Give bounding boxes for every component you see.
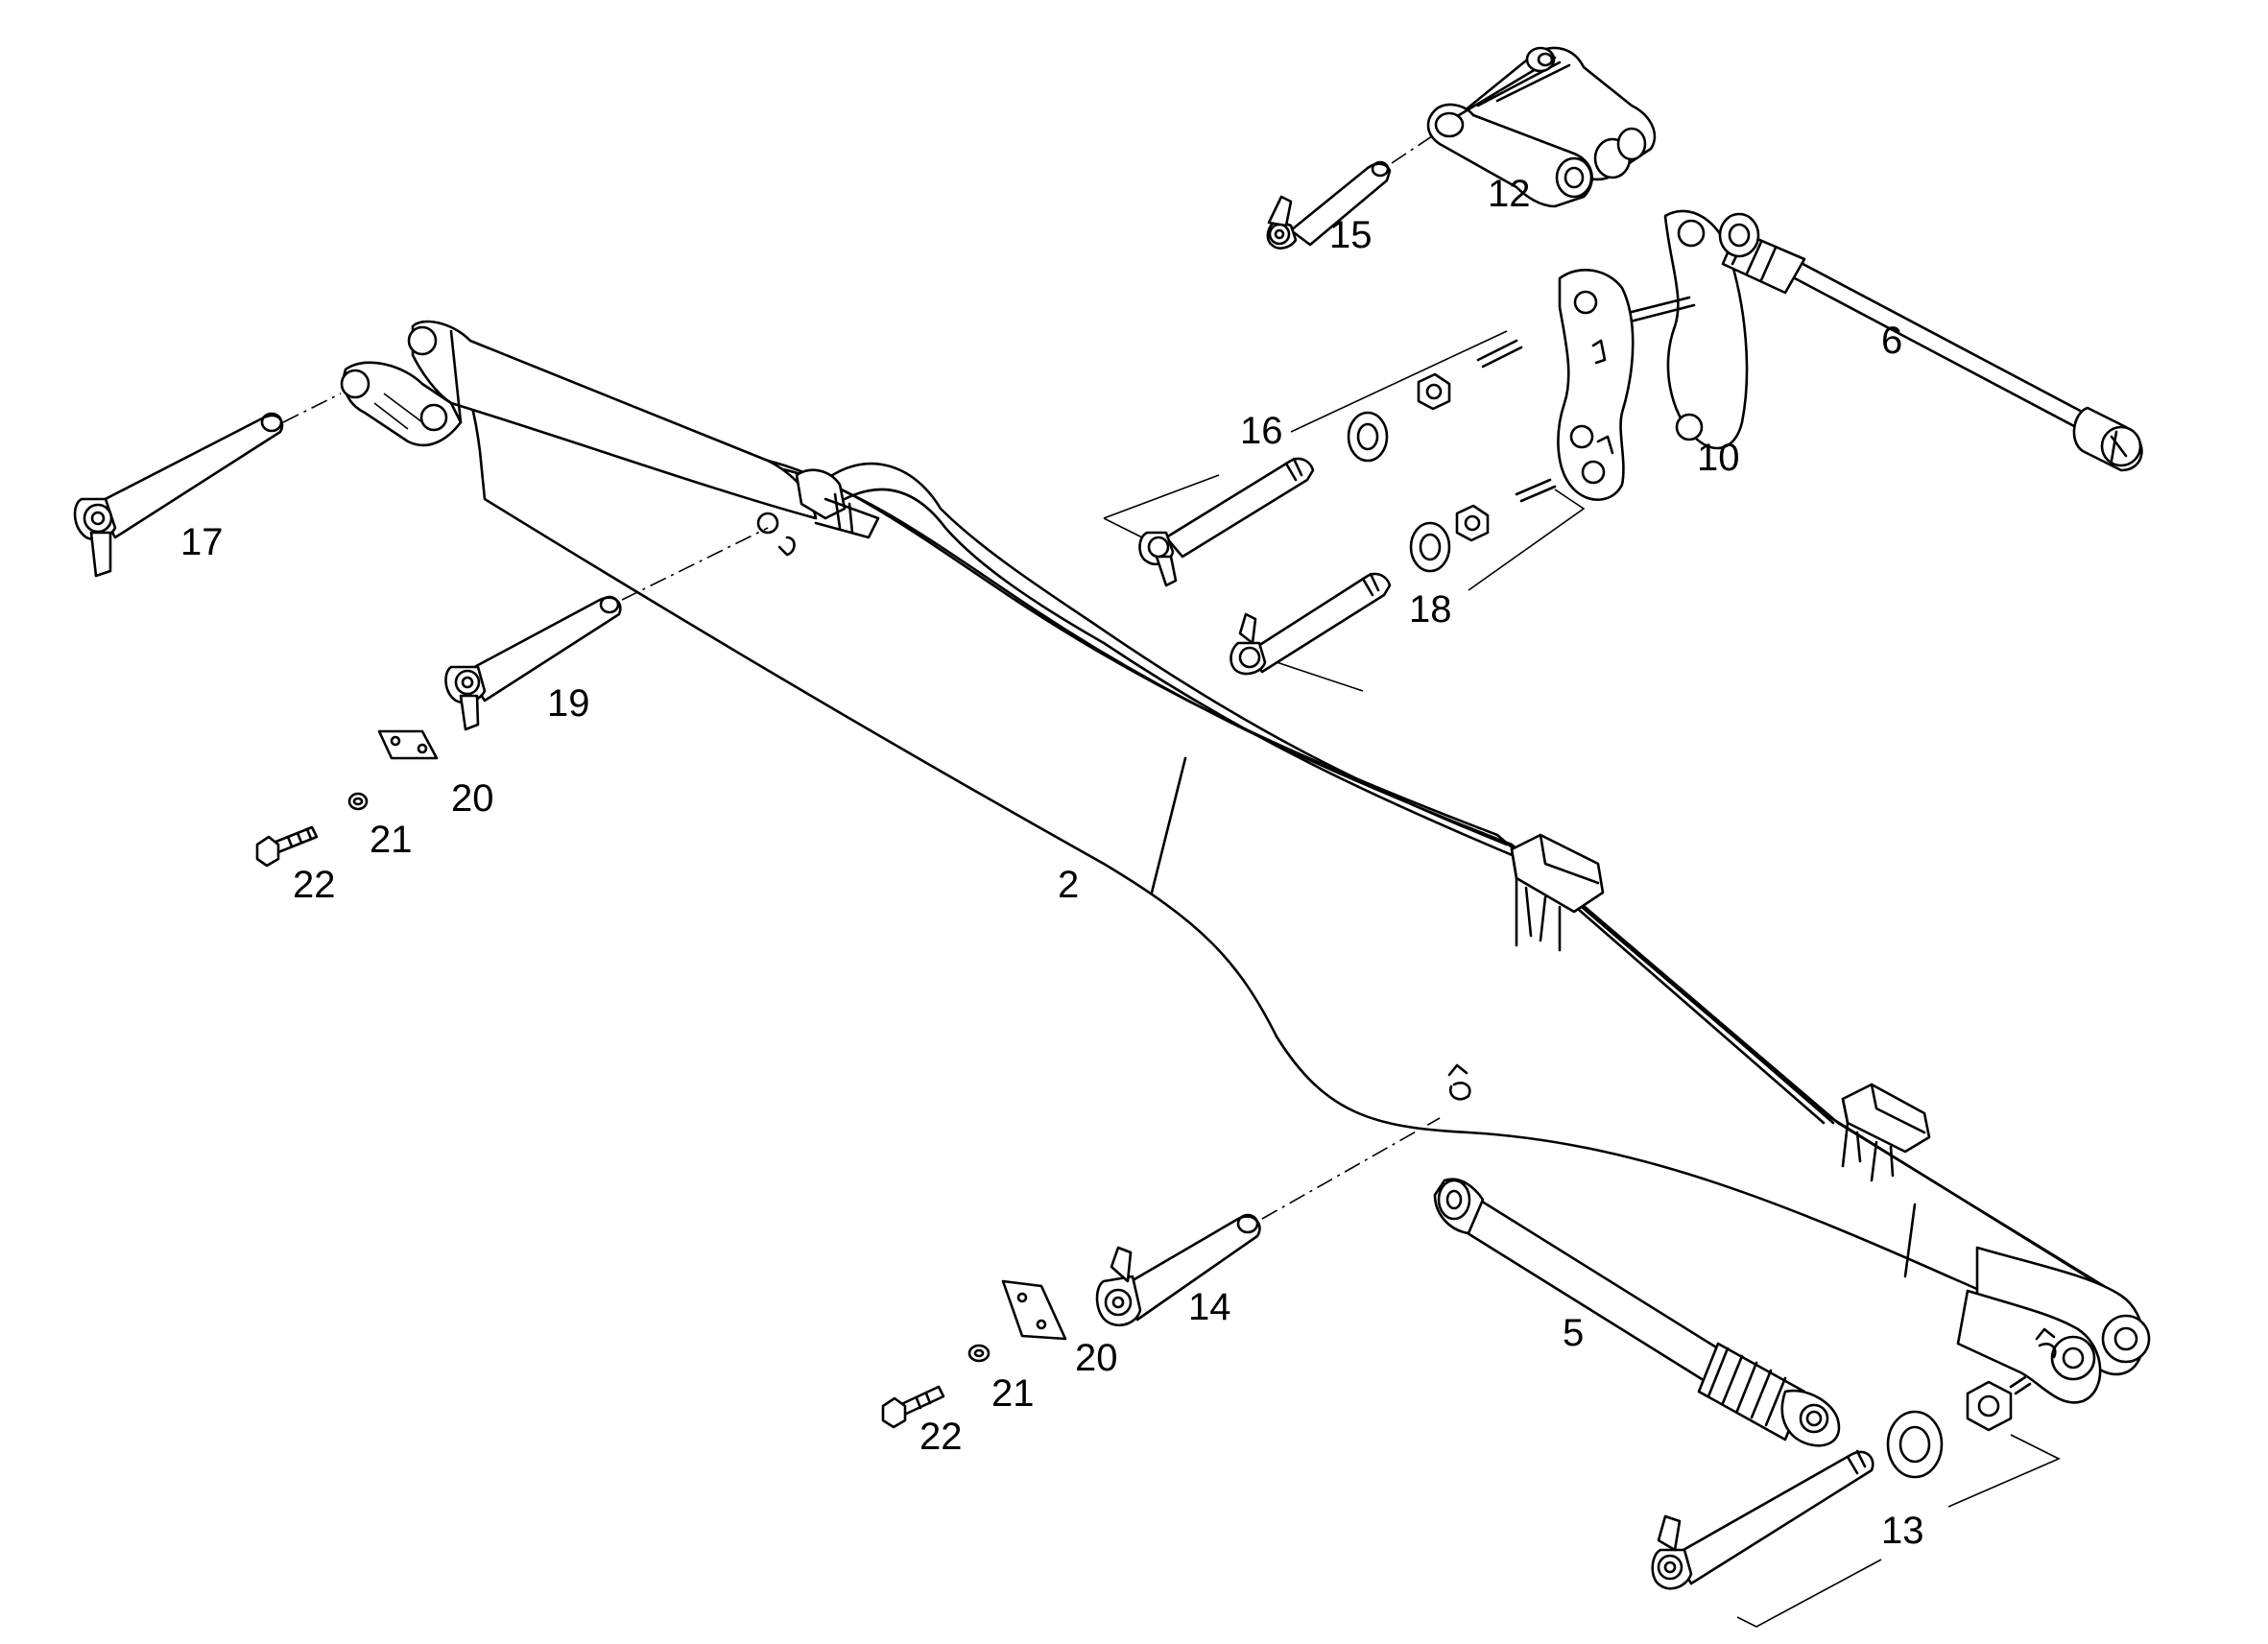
pin-part-14 <box>1095 1117 1441 1327</box>
callout-19: 19 <box>547 682 590 725</box>
callout-14: 14 <box>1188 1286 1231 1328</box>
cylinder-part-6 <box>1718 212 2143 472</box>
callout-5: 5 <box>1563 1312 1584 1354</box>
callout-20-bottom: 20 <box>1075 1337 1118 1379</box>
callout-18: 18 <box>1409 588 1452 631</box>
callout-21-left: 21 <box>370 819 413 861</box>
pin-group-16 <box>1103 330 1523 587</box>
callout-20-left: 20 <box>451 777 494 820</box>
fasteners-left <box>255 729 439 868</box>
link-part-12 <box>1426 46 1657 208</box>
callout-16: 16 <box>1240 410 1283 452</box>
callout-2: 2 <box>1058 864 1079 906</box>
callout-10: 10 <box>1697 437 1740 479</box>
boom-part-2 <box>340 320 2151 1404</box>
callout-21-bottom: 21 <box>991 1372 1035 1415</box>
pin-group-18 <box>1229 478 1586 692</box>
plates-part-10 <box>1557 209 1749 501</box>
callout-22-bottom: 22 <box>919 1416 963 1458</box>
pin-part-15 <box>1266 133 1436 250</box>
callout-6: 6 <box>1881 320 1902 362</box>
callout-15: 15 <box>1329 214 1373 256</box>
callout-17: 17 <box>180 521 224 563</box>
callout-22-left: 22 <box>293 864 336 906</box>
callout-13: 13 <box>1881 1510 1924 1552</box>
fasteners-bottom <box>881 1279 1067 1429</box>
cylinder-part-5 <box>1433 1178 1841 1447</box>
pin-group-13 <box>1651 1375 2061 1628</box>
pin-part-17 <box>73 393 342 578</box>
pin-part-19 <box>444 527 769 731</box>
callout-12: 12 <box>1488 173 1531 215</box>
